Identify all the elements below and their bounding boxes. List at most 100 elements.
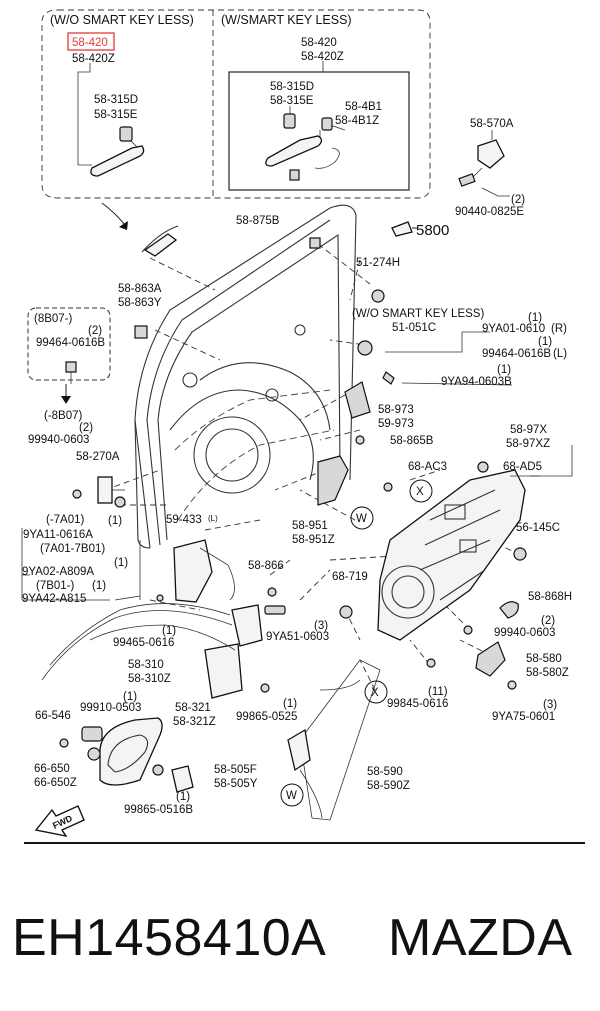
label-qty-3-a: (3) bbox=[314, 620, 328, 632]
circle-markers bbox=[280, 479, 433, 807]
label-qty-2-c: (2) bbox=[79, 422, 93, 434]
fwd-arrow-icon bbox=[34, 805, 85, 838]
label-58-505y: 58-505Y bbox=[214, 778, 258, 790]
label-58-270a: 58-270A bbox=[76, 451, 120, 463]
label-qty-2-a: (2) bbox=[511, 194, 525, 206]
label-58-973: 58-973 bbox=[378, 404, 414, 416]
inner-door-handle bbox=[59, 717, 194, 793]
label-left-mark: (L) bbox=[553, 348, 567, 360]
label-58-315d-a: 58-315D bbox=[94, 94, 138, 106]
label-58-4b1z: 58-4B1Z bbox=[335, 115, 379, 127]
label-99865-0516b: 99865-0516B bbox=[124, 804, 193, 816]
label-99465-0616: 99465-0616 bbox=[113, 637, 174, 649]
marker-x-2: X bbox=[371, 687, 379, 699]
label-58-4b1: 58-4B1 bbox=[345, 101, 382, 113]
label-neg-8b07: (-8B07) bbox=[44, 410, 83, 422]
label-qty-1-j: (1) bbox=[176, 791, 190, 803]
label-7a01-7b01: (7A01-7B01) bbox=[40, 543, 105, 555]
outer-handle-left bbox=[77, 63, 145, 177]
label-9ya02-a809a: 9YA02-A809A bbox=[22, 566, 94, 578]
label-58-321z: 58-321Z bbox=[173, 716, 216, 728]
label-56-145c: 56-145C bbox=[516, 522, 560, 534]
label-58-97xz: 58-97XZ bbox=[506, 438, 550, 450]
label-99464-0616b-a: 99464-0616B bbox=[36, 337, 105, 349]
label-51-274h: 51-274H bbox=[356, 257, 400, 269]
label-58-420-highlighted: 58-420 bbox=[72, 37, 108, 49]
callout-arrow-head bbox=[61, 396, 71, 404]
latch-and-cables bbox=[41, 587, 353, 699]
label-9ya01-0610: 9YA01-0610 bbox=[482, 323, 545, 335]
window-regulator bbox=[287, 659, 381, 821]
label-68-719: 68-719 bbox=[332, 571, 368, 583]
outer-handle-right bbox=[265, 61, 346, 181]
label-58-97x: 58-97X bbox=[510, 424, 547, 436]
label-58-590z: 58-590Z bbox=[367, 780, 410, 792]
label-99865-0525: 99865-0525 bbox=[236, 711, 297, 723]
door-check-bracket bbox=[458, 130, 510, 197]
label-9ya11-0616a: 9YA11-0616A bbox=[23, 529, 93, 541]
left-fasteners bbox=[72, 476, 126, 508]
label-58-951z: 58-951Z bbox=[292, 534, 335, 546]
footer-part-number: EH1458410A bbox=[12, 909, 326, 967]
wo-smart-key-header: (W/O SMART KEY LESS) bbox=[50, 13, 194, 27]
module-carrier-panel bbox=[377, 461, 527, 690]
label-59-973: 59-973 bbox=[378, 418, 414, 430]
label-99940-0603-a: 99940-0603 bbox=[28, 434, 89, 446]
marker-x-1: X bbox=[416, 486, 424, 498]
part-labels: 58-420 58-420Z 58-315D 58-315E 58-420 58… bbox=[22, 37, 572, 831]
inset-frame bbox=[41, 9, 431, 230]
callout-box-8b07 bbox=[27, 307, 111, 381]
label-58-310z: 58-310Z bbox=[128, 673, 171, 685]
label-58-505f: 58-505F bbox=[214, 764, 257, 776]
label-qty-1-g: (1) bbox=[162, 625, 176, 637]
label-58-315d-b: 58-315D bbox=[270, 81, 314, 93]
label-qty-1-i: (1) bbox=[283, 698, 297, 710]
label-68-ac3: 68-AC3 bbox=[408, 461, 447, 473]
label-58-315e-a: 58-315E bbox=[94, 109, 138, 121]
marker-w-2: W bbox=[286, 790, 297, 802]
label-qty-1-f: (1) bbox=[92, 580, 106, 592]
label-58-310: 58-310 bbox=[128, 659, 164, 671]
label-9ya51-0603: 9YA51-0603 bbox=[266, 631, 329, 643]
label-58-315e-b: 58-315E bbox=[270, 95, 314, 107]
label-right-mark: (R) bbox=[551, 323, 567, 335]
bracket-lines bbox=[21, 331, 573, 601]
label-99845-0616: 99845-0616 bbox=[387, 698, 448, 710]
label-qty-2-d: (2) bbox=[541, 615, 555, 627]
label-58-590: 58-590 bbox=[367, 766, 403, 778]
label-8b07-range: (8B07-) bbox=[34, 313, 73, 325]
w-smart-key-header: (W/SMART KEY LESS) bbox=[221, 13, 352, 27]
label-59-433: 59-433 bbox=[166, 514, 202, 526]
label-68-ad5: 68-AD5 bbox=[503, 461, 542, 473]
label-qty-11: (11) bbox=[428, 686, 448, 698]
label-9ya94-0603b: 9YA94-0603B bbox=[441, 376, 512, 388]
label-left-mark-2: (L) bbox=[208, 514, 218, 523]
label-66-650z: 66-650Z bbox=[34, 777, 77, 789]
label-58-868h: 58-868H bbox=[528, 591, 572, 603]
label-66-546: 66-546 bbox=[35, 710, 71, 722]
label-58-420z-b: 58-420Z bbox=[301, 51, 344, 63]
label-58-863y: 58-863Y bbox=[118, 297, 162, 309]
label-qty-2-b: (2) bbox=[88, 325, 102, 337]
label-neg-7a01: (-7A01) bbox=[46, 514, 85, 526]
inner-panel-parts bbox=[173, 455, 349, 603]
marker-w-1: W bbox=[356, 513, 367, 525]
label-5800: 5800 bbox=[416, 222, 449, 239]
highlight-box bbox=[67, 32, 115, 51]
label-99910-0503: 99910-0503 bbox=[80, 702, 141, 714]
label-58-865b: 58-865B bbox=[390, 435, 434, 447]
label-90440-0825e: 90440-0825E bbox=[455, 206, 524, 218]
label-58-951: 58-951 bbox=[292, 520, 328, 532]
label-58-321: 58-321 bbox=[175, 702, 211, 714]
label-qty-1-d: (1) bbox=[108, 515, 122, 527]
label-58-875b: 58-875B bbox=[236, 215, 280, 227]
label-58-420-b: 58-420 bbox=[301, 37, 337, 49]
label-qty-3-b: (3) bbox=[543, 699, 557, 711]
label-qty-1-h: (1) bbox=[123, 691, 137, 703]
label-58-863a: 58-863A bbox=[118, 283, 162, 295]
label-58-580z: 58-580Z bbox=[526, 667, 569, 679]
footer-brand: MAZDA bbox=[388, 909, 573, 967]
label-qty-1-c: (1) bbox=[497, 364, 511, 376]
label-99464-0616b-b: 99464-0616B bbox=[482, 348, 551, 360]
